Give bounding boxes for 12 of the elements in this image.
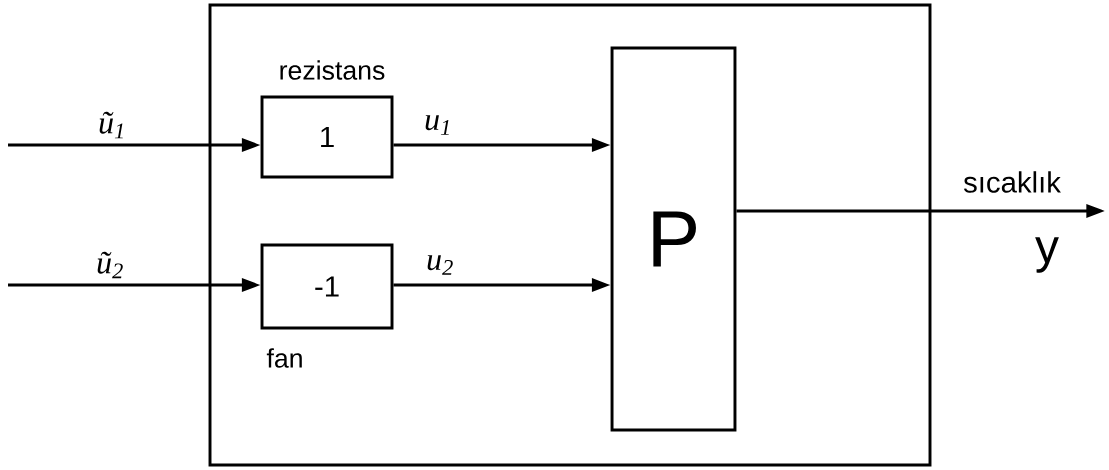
- block-caption: rezistans: [280, 60, 385, 80]
- system-boundary-box: [208, 3, 932, 467]
- block-box: P: [610, 46, 737, 432]
- signal-name: y: [1035, 237, 1059, 273]
- edge-label: sıcaklık: [961, 169, 1063, 195]
- block-box: 1: [260, 95, 394, 179]
- edge-label: ũ$_{1}$: [96, 110, 128, 140]
- edge-label: u$_{1}$: [422, 113, 454, 137]
- block-box: -1: [260, 243, 394, 330]
- edge-label: ũ$_{2}$: [94, 250, 126, 280]
- edge-label: u$_{2}$: [424, 253, 456, 277]
- block-caption: fan: [266, 348, 302, 368]
